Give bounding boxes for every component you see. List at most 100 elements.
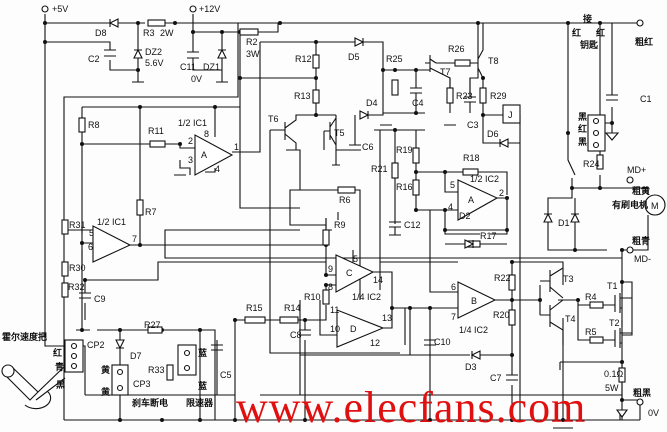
label-thick-black: 粗黑 [633, 387, 651, 399]
resistor-r16 [412, 179, 420, 196]
resistor-r26 [454, 59, 471, 67]
label-ic2-a: 1/2 IC2 [470, 174, 499, 184]
label-v5: +5V [52, 4, 68, 14]
label-conn-black1: 黑 [578, 112, 587, 123]
label-r16: R16 [396, 182, 413, 192]
label-conn-black2: 黑 [578, 137, 587, 148]
label-motor: M [651, 201, 659, 211]
resistor-r9 [322, 229, 330, 246]
pin-c8: 8 [328, 282, 333, 292]
label-r33: R33 [148, 365, 165, 375]
resistor-r20 [508, 309, 516, 326]
label-r20: R20 [493, 310, 510, 320]
zener-dz1 [217, 48, 227, 59]
diode-d2 [464, 239, 475, 249]
diodes [108, 18, 580, 360]
label-ic2-cd: 1/4 IC2 [352, 292, 381, 302]
label-r11: R11 [148, 126, 164, 136]
label-0v-out: 0V [648, 408, 659, 418]
label-c10: C10 [434, 337, 451, 347]
transistors [284, 23, 632, 348]
label-md-minus: MD- [634, 254, 651, 264]
pin-b7: 7 [451, 312, 456, 322]
connector-limiter [177, 344, 197, 376]
label-shunt-rating: 5W [605, 383, 619, 393]
label-cp3: CP3 [133, 379, 151, 389]
label-r2-rating: 3W [246, 49, 260, 59]
capacitor-c5 [211, 344, 223, 351]
capacitor-c12 [389, 221, 401, 236]
capacitor-c3 [464, 78, 476, 113]
terminals [41, 5, 644, 406]
label-c12: C12 [404, 220, 421, 230]
diode-d3 [470, 350, 481, 360]
pin-b6: 6 [451, 282, 456, 292]
diode-d1a [543, 212, 553, 223]
op-amps [92, 134, 499, 348]
transistor-t7 [425, 55, 451, 88]
label-r31: R31 [69, 220, 86, 230]
label-blue1: 蓝 [198, 347, 207, 359]
label-r8: R8 [88, 120, 100, 130]
label-d4: D4 [366, 98, 378, 108]
label-t1: T1 [607, 281, 618, 291]
resistor-r2 [239, 28, 259, 36]
label-c2: C2 [88, 54, 100, 64]
label-d8: D8 [95, 28, 107, 38]
resistor-r11 [149, 140, 166, 148]
opamp-ic2-a [457, 179, 499, 221]
resistor-r12 [312, 54, 320, 69]
label-r22: R22 [494, 273, 511, 283]
pin-d13: 13 [382, 313, 392, 323]
mosfet-t1 [614, 293, 632, 313]
capacitor-c10 [424, 339, 436, 346]
label-d7: D7 [130, 351, 142, 361]
label-op-a1: A [201, 150, 207, 160]
label-r15: R15 [246, 303, 263, 313]
label-d1: D1 [558, 218, 570, 228]
transistor-t4 [540, 299, 564, 345]
label-c9: C9 [94, 294, 106, 304]
label-r29: R29 [490, 91, 507, 101]
watermark: www.elecfans.com [236, 383, 586, 432]
pin-7: 7 [132, 234, 137, 244]
label-0v-top: 0V [191, 74, 202, 84]
label-r4: R4 [585, 292, 597, 302]
label-op-c: C [346, 268, 353, 278]
diode-d7 [115, 339, 125, 350]
pin-d11: 11 [330, 305, 339, 315]
motor-m [644, 194, 666, 216]
label-key-connect: 接 [583, 13, 592, 25]
label-wire-cyan: 青 [55, 361, 64, 373]
label-c3: C3 [467, 120, 479, 130]
capacitor-c1 [606, 94, 618, 101]
zener-dz2 [133, 48, 143, 59]
label-ic1-a: 1/2 IC1 [178, 118, 207, 128]
label-r30: R30 [69, 263, 86, 273]
pin-a2: 2 [499, 188, 504, 198]
connector-cp3 [111, 364, 129, 396]
label-thick-yellow: 粗黄 [632, 185, 650, 197]
pin-4: 4 [215, 164, 220, 174]
capacitors [79, 49, 618, 381]
mosfet-t2 [614, 328, 632, 348]
pin-6: 6 [88, 242, 93, 252]
resistor-shunt [618, 367, 626, 383]
label-wire-red: 红 [53, 347, 62, 359]
resistor-r10 [322, 289, 330, 305]
label-c6: C6 [362, 142, 374, 152]
label-hall-throttle: 霍尔速度把 [2, 331, 47, 343]
pin-a5: 5 [450, 180, 455, 190]
label-key: 钥匙 [580, 39, 599, 51]
label-r10: R10 [304, 292, 321, 302]
label-speed-limiter: 限速器 [186, 397, 214, 409]
label-c11: C11 [180, 62, 196, 72]
resistor-r3 [147, 19, 166, 27]
label-r17: R17 [480, 231, 497, 241]
resistor-r13 [312, 89, 320, 104]
label-r14: R14 [284, 303, 301, 313]
pin-2: 2 [188, 136, 193, 146]
label-yellow1: 黄 [101, 364, 110, 376]
label-r3: R3 [143, 28, 155, 38]
label-t5: T5 [334, 128, 345, 138]
